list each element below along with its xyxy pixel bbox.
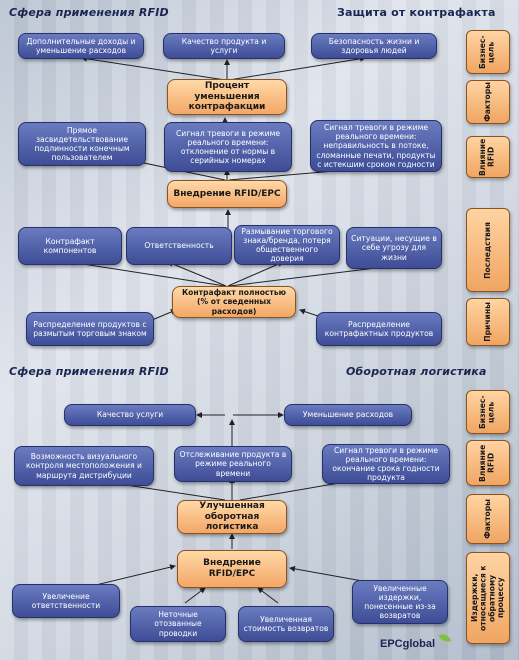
auth-end-user-box: Прямое засвидетельствование подлинности … xyxy=(18,122,146,166)
side-label-rfid-impact-top: Влияние RFID xyxy=(466,136,510,178)
counterfeit-components-box: Контрафакт компонентов xyxy=(18,227,122,265)
total-counterfeit-box: Контрафакт полностью (% от сведенных рас… xyxy=(172,286,296,318)
goal-quality-box: Качество продукта и услуги xyxy=(163,33,285,59)
cost-reduction-box: Уменьшение расходов xyxy=(284,404,412,426)
side-label-causes: Причины xyxy=(466,298,510,346)
section-title-anticounterfeit: Защита от контрафакта xyxy=(337,6,496,19)
goal-revenue-box: Дополнительные доходы и уменьшение расхо… xyxy=(18,33,144,59)
side-label-reverse-costs: Издержки, относящиеся к обратному процес… xyxy=(466,552,510,644)
realtime-tracking-box: Отслеживание продукта в режиме реального… xyxy=(174,446,292,482)
inaccurate-recalls-box: Неточные отозванные проводки xyxy=(130,606,226,642)
side-label-business-goal-top: Бизнес-цель xyxy=(466,30,510,74)
counterfeit-reduction-box: Процент уменьшения контрафакции xyxy=(167,79,287,115)
diluted-brand-dist-box: Распределение продуктов с размытым торго… xyxy=(26,312,154,346)
return-expenses-box: Увеличенные издержки, понесенные из-за в… xyxy=(352,580,448,624)
goal-safety-box: Безопасность жизни и здоровья людей xyxy=(311,33,437,59)
alert-serial-box: Сигнал тревоги в режиме реального времен… xyxy=(164,122,292,172)
epcglobal-logo: EPCglobal xyxy=(380,638,436,650)
brand-erosion-box: Размывание торгового знака/бренда, потер… xyxy=(234,225,340,265)
section-title-scope-bottom: Сфера применения RFID xyxy=(9,365,169,378)
counterfeit-dist-box: Распределение контрафактных продуктов xyxy=(316,312,442,346)
increased-liability-box: Увеличение ответственности xyxy=(12,584,120,618)
section-title-scope-top: Сфера применения RFID xyxy=(9,6,169,19)
alert-flow-box: Сигнал тревоги в режиме реального времен… xyxy=(310,120,442,172)
expiry-alert-box: Сигнал тревоги в режиме реального времен… xyxy=(322,444,450,484)
section-title-reverse-logistics: Оборотная логистика xyxy=(346,365,487,378)
improved-reverse-logistics-box: Улучшенная оборотная логистика xyxy=(177,500,287,534)
visual-control-box: Возможность визуального контроля местопо… xyxy=(14,446,154,486)
side-label-factors-top: Факторы xyxy=(466,80,510,124)
side-label-consequences: Последствия xyxy=(466,208,510,292)
rfid-epc-box-bottom: Внедрение RFID/EPC xyxy=(177,550,287,588)
liability-box: Ответственность xyxy=(126,227,232,265)
side-label-business-goal-bottom: Бизнес-цель xyxy=(466,390,510,434)
return-cost-box: Увеличенная стоимость возвратов xyxy=(238,606,334,642)
rfid-epc-box-top: Внедрение RFID/EPC xyxy=(167,180,287,208)
side-label-factors-bottom: Факторы xyxy=(466,494,510,544)
service-quality-box: Качество услуги xyxy=(64,404,196,426)
side-label-rfid-impact-bottom: Влияние RFID xyxy=(466,440,510,486)
life-threat-box: Ситуации, несущие в себе угрозу для жизн… xyxy=(346,227,442,269)
